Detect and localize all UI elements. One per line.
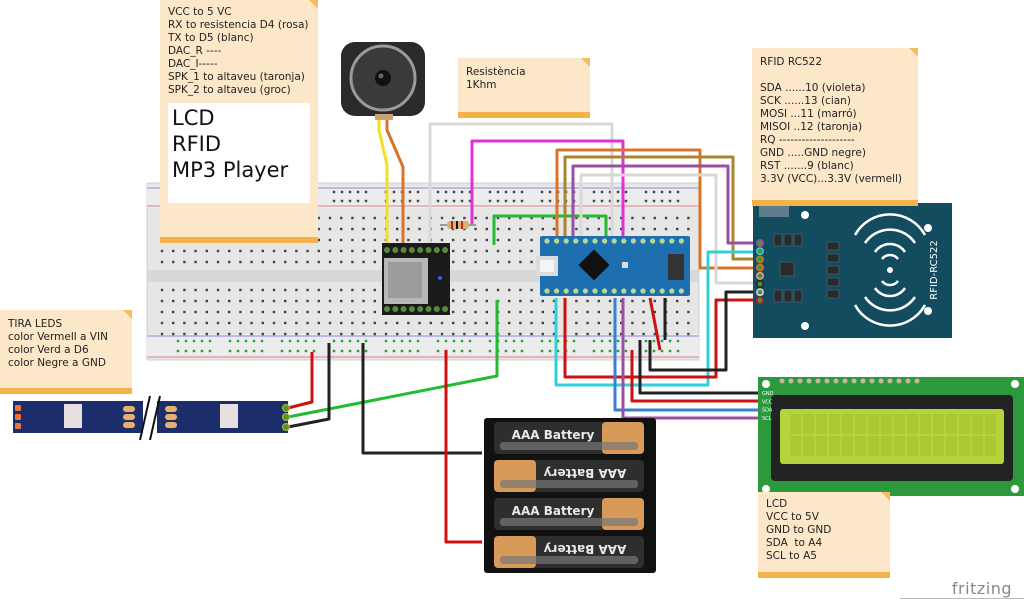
battery-label: AAA Battery bbox=[512, 428, 595, 442]
note-line: color Vermell a VIN bbox=[8, 331, 108, 343]
battery-label: AAA Battery bbox=[544, 466, 627, 480]
note-line: GND .....GND negre) bbox=[760, 147, 866, 159]
wire-cyan-sck bbox=[554, 250, 760, 387]
wire-red-bb bbox=[648, 297, 662, 351]
lcd-display: GND VCC SDA SCL bbox=[758, 377, 1024, 496]
wire-green-led bbox=[287, 300, 499, 419]
note-line: color Negre a GND bbox=[8, 357, 106, 369]
note-line: SPK_1 to altaveu (taronja) bbox=[168, 71, 305, 83]
rfid-board: RFID-RC522 bbox=[753, 203, 952, 338]
wire-white-rst bbox=[579, 173, 760, 285]
note-line: SDA to A4 bbox=[766, 537, 823, 549]
wire-black-battery bbox=[361, 343, 482, 455]
speaker bbox=[341, 42, 425, 120]
wire-green-d6 bbox=[492, 214, 608, 245]
battery-label: AAA Battery bbox=[512, 504, 595, 518]
rfid-board-label: RFID-RC522 bbox=[929, 240, 940, 299]
wire-brown-mosi bbox=[563, 155, 760, 261]
note-line: TIRA LEDS bbox=[8, 318, 63, 330]
wire-black-led bbox=[287, 343, 331, 429]
wire-white-tx bbox=[428, 122, 614, 245]
wire-magenta-rx bbox=[470, 139, 625, 245]
mp3-module bbox=[382, 243, 450, 315]
wire-red-battery bbox=[444, 350, 482, 544]
note-line: GND to GND bbox=[766, 524, 832, 536]
lcd-pin-label: VCC bbox=[762, 399, 773, 405]
note-title-line: RFID bbox=[172, 132, 222, 156]
note-line: RST .......9 (blanc) bbox=[760, 160, 854, 172]
note-line: RQ -------------------- bbox=[760, 134, 855, 146]
note-rfid: RFID RC522 SDA ......10 (violeta)SCK ...… bbox=[752, 48, 918, 206]
lcd-pin-label: SDA bbox=[762, 408, 773, 414]
battery-cell: AAA Battery bbox=[494, 460, 644, 492]
wire-black-lcd-gnd bbox=[638, 340, 758, 395]
battery-cell: AAA Battery bbox=[494, 536, 644, 568]
note-line bbox=[760, 69, 910, 82]
note-line: SCK ......13 (cian) bbox=[760, 95, 851, 107]
note-line: RFID RC522 bbox=[760, 56, 823, 68]
note-line: 3.3V (VCC)...3.3V (vermell) bbox=[760, 173, 903, 185]
note-title-line: MP3 Player bbox=[172, 158, 289, 182]
lcd-pin-label: SCL bbox=[762, 416, 772, 422]
note-line: DAC_R ---- bbox=[168, 45, 222, 57]
note-line: TX to D5 (blanc) bbox=[168, 32, 254, 44]
battery-cell: AAA Battery bbox=[494, 422, 644, 454]
led-strip bbox=[13, 395, 290, 441]
arduino-nano bbox=[536, 236, 690, 296]
wire-red-33v bbox=[563, 298, 760, 379]
note-line: color Verd a D6 bbox=[8, 344, 89, 356]
note-title-line: LCD bbox=[172, 106, 215, 130]
note-line: MOSI ...11 (marró) bbox=[760, 108, 857, 120]
resistor bbox=[440, 221, 476, 229]
note-line: Resistència bbox=[466, 66, 526, 78]
note-line: MISOI ..12 (taronja) bbox=[760, 121, 863, 133]
note-line: VCC to 5V bbox=[766, 511, 819, 523]
wire-red-led bbox=[287, 352, 314, 410]
wire-speaker-orange bbox=[385, 120, 405, 245]
lcd-pin-label: GND bbox=[762, 391, 774, 397]
battery-cell: AAA Battery bbox=[494, 498, 644, 530]
note-line: VCC to 5 VC bbox=[168, 6, 232, 18]
wire-blue-lcd-sda bbox=[613, 298, 758, 412]
battery-label: AAA Battery bbox=[544, 542, 627, 556]
note-line: SDA ......10 (violeta) bbox=[760, 82, 866, 94]
note-line: LCD bbox=[766, 498, 788, 510]
note-line: RX to resistencia D4 (rosa) bbox=[168, 19, 309, 31]
note-line: SPK_2 to altaveu (groc) bbox=[168, 84, 291, 96]
wire-violet-sda bbox=[571, 164, 760, 245]
wire-speaker-yellow bbox=[377, 120, 389, 245]
wire-black-gnd-rfid bbox=[648, 290, 760, 372]
note-line: 1Khm bbox=[466, 79, 497, 91]
wire-red-lcd-vcc bbox=[630, 350, 758, 403]
wire-orange-miso bbox=[555, 148, 760, 270]
watermark-line bbox=[900, 598, 1024, 599]
fritzing-watermark: fritzing bbox=[951, 579, 1012, 598]
note-line: DAC_I----- bbox=[168, 58, 218, 70]
note-line: SCL to A5 bbox=[766, 550, 817, 562]
